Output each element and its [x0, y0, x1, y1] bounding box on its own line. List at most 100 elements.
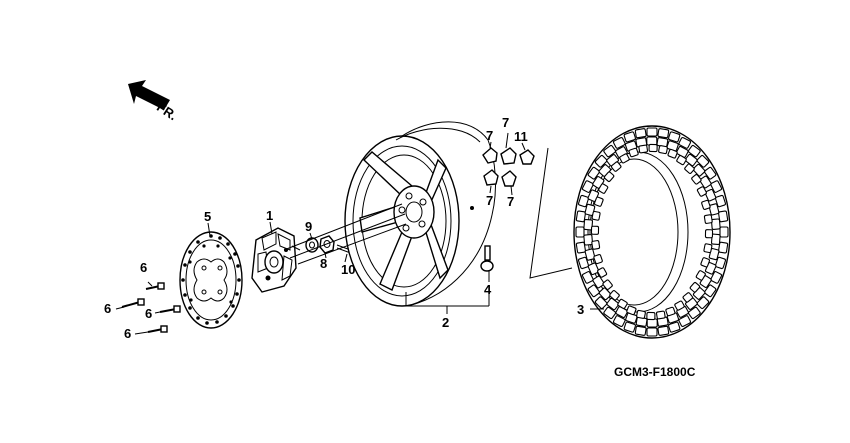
tread-block	[603, 306, 617, 320]
brake-disc	[179, 231, 243, 329]
tread-block	[638, 144, 649, 154]
tread-block	[696, 296, 710, 309]
callout-7d: 7	[507, 194, 514, 209]
tread-block	[676, 155, 687, 166]
tread-block	[682, 292, 694, 303]
tread-block	[655, 310, 666, 320]
tread-block	[718, 210, 729, 223]
tread-block	[577, 256, 590, 270]
tread-block	[603, 171, 615, 182]
tread-block	[587, 262, 600, 276]
tread-block	[692, 163, 706, 177]
tread-block	[714, 194, 727, 208]
wheel-hub	[251, 227, 301, 293]
wheel-rim	[344, 121, 496, 307]
tread-block	[674, 300, 685, 311]
tread-block	[710, 271, 723, 284]
tread-block	[623, 131, 636, 143]
callout-7c: 7	[486, 193, 493, 208]
bolt-6b	[121, 298, 145, 308]
tread-block	[719, 226, 729, 238]
tread-block	[606, 297, 620, 311]
tread-block	[634, 128, 647, 139]
tread-block	[587, 284, 600, 298]
tread-block	[687, 306, 701, 320]
tread-block	[594, 155, 608, 168]
tread-block	[684, 153, 698, 167]
tread-block	[646, 318, 658, 328]
tread-block	[634, 325, 647, 336]
tread-block	[678, 137, 692, 149]
tread-block	[587, 166, 600, 180]
tread-block	[590, 225, 600, 235]
callout-7a: 7	[486, 128, 493, 143]
callout-1: 1	[266, 208, 273, 223]
tread-block	[646, 311, 656, 321]
tire	[573, 125, 731, 339]
callout-3: 3	[577, 302, 584, 317]
tread-block	[648, 143, 658, 153]
tread-block	[583, 234, 594, 246]
tread-block	[704, 284, 717, 298]
tread-block	[593, 254, 603, 265]
tread-block	[597, 267, 608, 278]
balance-weights	[482, 147, 535, 187]
tread-block	[609, 290, 620, 301]
callout-11: 11	[514, 129, 528, 144]
tread-block	[575, 210, 586, 223]
tread-block	[575, 241, 586, 254]
tread-block	[628, 147, 639, 158]
tire-tread-pattern	[575, 127, 729, 337]
callout-9: 9	[305, 219, 312, 234]
tread-block	[701, 199, 711, 210]
bolt-6d	[147, 325, 168, 333]
tread-block	[689, 282, 701, 293]
tread-block	[695, 270, 706, 281]
tread-block	[591, 240, 601, 250]
tread-block	[704, 188, 717, 202]
tread-block	[687, 144, 701, 158]
tread-block	[699, 175, 712, 189]
tread-block	[591, 210, 601, 221]
tread-block	[696, 186, 707, 197]
callout-6c: 6	[145, 306, 152, 321]
tread-block	[708, 203, 720, 216]
valve-stem	[480, 245, 494, 272]
tread-block	[703, 214, 713, 224]
tread-block	[612, 315, 626, 327]
tread-block	[710, 233, 721, 246]
tread-block	[703, 243, 713, 254]
tread-block	[657, 325, 670, 336]
axle-nut	[319, 235, 335, 254]
callout-4: 4	[484, 282, 492, 297]
tread-block	[704, 166, 717, 180]
tread-block	[610, 161, 622, 172]
tread-block	[710, 180, 723, 193]
tread-block	[658, 145, 668, 155]
tread-block	[646, 136, 658, 146]
tread-block	[617, 298, 628, 309]
tread-block	[594, 296, 608, 309]
tread-block	[593, 196, 604, 207]
callout-8: 8	[320, 256, 327, 271]
tread-block	[581, 180, 594, 193]
front-direction-arrow: FR.	[128, 80, 180, 123]
tread-block	[612, 137, 626, 149]
callout-6a: 6	[140, 260, 147, 275]
tread-block	[603, 144, 617, 158]
callout-labels: 5 1 9 8 10 6 6 6 6 7 7 11 7 7 4 2 3	[104, 115, 584, 341]
tread-block	[592, 275, 605, 289]
hub-bolts	[121, 282, 181, 333]
leader-lines	[115, 132, 604, 335]
tread-block	[619, 153, 630, 164]
tread-block	[623, 321, 636, 333]
tread-block	[584, 248, 596, 261]
callout-10: 10	[341, 262, 355, 277]
tread-block	[636, 309, 646, 319]
callout-5: 5	[204, 209, 211, 224]
tread-block	[581, 271, 594, 284]
callout-2: 2	[442, 315, 449, 330]
tread-block	[668, 321, 681, 333]
tread-block	[691, 174, 702, 185]
tread-block	[704, 229, 714, 239]
